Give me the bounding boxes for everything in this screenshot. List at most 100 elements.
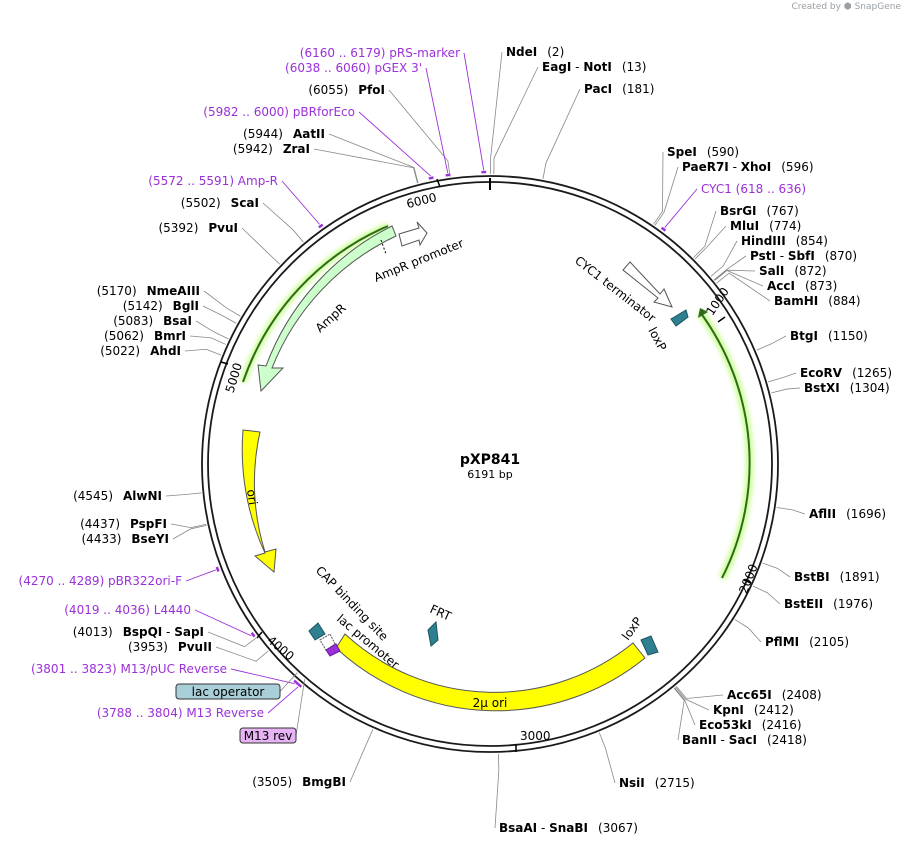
site-label-kpni[interactable]: KpnI(2412) xyxy=(713,703,794,717)
site-label-aflii[interactable]: AflII(1696) xyxy=(809,507,886,521)
site-label-part: (1891) xyxy=(840,570,880,584)
site-label-part: (767) xyxy=(767,204,799,218)
site-label-part: - xyxy=(571,60,583,74)
feature-label-ampr: AmpR xyxy=(313,301,349,335)
site-label-nsii[interactable]: NsiI(2715) xyxy=(619,776,695,790)
primer-label-m13-puc-reverse[interactable]: (3801 .. 3823) M13/pUC Reverse xyxy=(31,662,227,676)
loxp-2-arrow[interactable] xyxy=(640,635,659,656)
site-label-btgi[interactable]: BtgI(1150) xyxy=(790,329,868,343)
primer-label-cyc1[interactable]: CYC1 (618 .. 636) xyxy=(701,182,806,196)
callout-box-m13-rev[interactable] xyxy=(239,727,297,744)
site-leader-eco53ki xyxy=(674,687,696,726)
site-label-pflmi[interactable]: PflMI(2105) xyxy=(765,635,849,649)
site-label-banii-saci[interactable]: BanII - SacI(2418) xyxy=(682,733,807,747)
site-label-pspfi[interactable]: (4437)PspFI xyxy=(80,517,167,531)
frt-arrow[interactable] xyxy=(427,620,439,647)
primer-label-l4440[interactable]: (4019 .. 4036) L4440 xyxy=(64,603,191,617)
site-leader-mlui xyxy=(694,225,727,260)
site-label-zrai[interactable]: (5942)ZraI xyxy=(233,142,310,156)
site-label-scai[interactable]: (5502)ScaI xyxy=(181,196,259,210)
site-label-part: (5502) xyxy=(181,196,221,210)
site-label-part: (1696) xyxy=(846,507,886,521)
site-label-part: (5170) xyxy=(97,284,137,298)
site-label-part: (5942) xyxy=(233,142,273,156)
loxp-1-arrow[interactable] xyxy=(670,309,689,327)
cyc1-terminator-arrow[interactable] xyxy=(622,261,673,308)
site-label-nmeaiii[interactable]: (5170)NmeAIII xyxy=(97,284,200,298)
primer-sites: CYC1 (618 .. 636) (6160 .. 6179) pRS-mark… xyxy=(19,46,807,720)
site-label-bsrgi[interactable]: BsrGI(767) xyxy=(720,204,799,218)
primer-label-m13-reverse[interactable]: (3788 .. 3804) M13 Reverse xyxy=(97,706,264,720)
two-micron-ori-arrow[interactable] xyxy=(335,633,646,712)
cap-binding-site-arrow[interactable] xyxy=(308,622,326,641)
ampr-promoter-arrow[interactable] xyxy=(398,221,428,247)
site-label-bmri[interactable]: (5062)BmrI xyxy=(104,329,186,343)
primer-label-prs-marker[interactable]: (6160 .. 6179) pRS-marker xyxy=(300,46,460,60)
site-label-ahdi[interactable]: (5022)AhdI xyxy=(100,344,181,358)
site-label-paci[interactable]: PacI(181) xyxy=(584,82,654,96)
primer-leader-m13-puc-reverse xyxy=(230,668,295,685)
site-label-aatii[interactable]: (5944)AatII xyxy=(243,127,325,141)
callout-leader-lac-operator xyxy=(279,672,298,692)
site-label-bstbi[interactable]: BstBI(1891) xyxy=(794,570,880,584)
site-label-part: (1976) xyxy=(833,597,873,611)
site-label-acc65i[interactable]: Acc65I(2408) xyxy=(727,688,822,702)
site-label-pvuii[interactable]: (3953)PvuII xyxy=(128,640,212,654)
site-label-bseyi[interactable]: (4433)BseYI xyxy=(82,532,170,546)
callout-box-lac-operator[interactable] xyxy=(175,683,281,700)
site-label-pvui[interactable]: (5392) PvuI xyxy=(158,221,238,235)
site-label-bgli[interactable]: (5142)BglI xyxy=(123,299,199,313)
lac-operator-box[interactable] xyxy=(325,643,341,657)
site-label-hindiii[interactable]: HindIII(854) xyxy=(741,234,828,248)
site-label-part: (5392) xyxy=(158,221,198,235)
site-label-part: - xyxy=(776,249,788,263)
site-label-bmgbi[interactable]: (3505)BmgBI xyxy=(252,775,346,789)
site-label-part: PvuI xyxy=(208,221,238,235)
site-label-part: SpeI xyxy=(667,145,697,159)
site-leader-bstbi xyxy=(762,562,791,578)
site-label-part: PspFI xyxy=(130,517,167,531)
site-label-pfoi[interactable]: (6055)PfoI xyxy=(308,83,385,97)
site-label-ecorv[interactable]: EcoRV(1265) xyxy=(800,366,892,380)
site-label-part: PfoI xyxy=(358,83,385,97)
site-label-bamhi[interactable]: BamHI(884) xyxy=(774,294,861,308)
site-leader-bstxi xyxy=(771,387,801,394)
site-label-part: BtgI xyxy=(790,329,818,343)
site-label-sali[interactable]: SalI(872) xyxy=(759,264,827,278)
primer-label-amp-r[interactable]: (5572 .. 5591) Amp-R xyxy=(148,174,278,188)
site-label-part: MluI xyxy=(730,219,759,233)
feature-label-loxp-2: loxP xyxy=(619,615,645,643)
ori-arrow[interactable] xyxy=(241,429,277,574)
credit-brand: SnapGene xyxy=(854,2,901,12)
primer-leader-pbr322ori-f xyxy=(185,569,216,582)
site-label-eagi-noti[interactable]: EagI - NotI(13) xyxy=(542,60,646,74)
site-label-alwni[interactable]: (4545)AlwNI xyxy=(73,489,162,503)
site-label-part: Eco53kI xyxy=(699,718,752,732)
site-label-ndei[interactable]: NdeI(2) xyxy=(506,45,564,59)
ampr-arrow[interactable] xyxy=(257,225,397,393)
site-label-spei[interactable]: SpeI(590) xyxy=(667,145,739,159)
site-leader-eagi-noti xyxy=(493,66,539,175)
primer-label-pgex-3[interactable]: (6038 .. 6060) pGEX 3' xyxy=(285,61,422,75)
lac-promoter-arrow[interactable] xyxy=(319,633,336,651)
primer-label-pbrforeco[interactable]: (5982 .. 6000) pBRforEco xyxy=(203,105,355,119)
site-label-acci[interactable]: AccI(873) xyxy=(767,279,837,293)
site-label-part: XhoI xyxy=(741,160,772,174)
site-label-bstxi[interactable]: BstXI(1304) xyxy=(804,381,890,395)
primer-label-pbr322ori-f[interactable]: (4270 .. 4289) pBR322ori-F xyxy=(19,574,183,588)
site-label-bsaai-snabi[interactable]: BsaAI - SnaBI(3067) xyxy=(499,821,638,835)
site-label-part: BseYI xyxy=(131,532,169,546)
tick-2000: 2000 xyxy=(736,562,760,596)
site-label-paer7i-xhoi[interactable]: PaeR7I - XhoI(596) xyxy=(682,160,814,174)
site-label-psti-sbfi[interactable]: PstI - SbfI(870) xyxy=(750,249,857,263)
site-label-bspqi-sapi[interactable]: (4013)BspQI - SapI xyxy=(73,625,204,639)
site-leader-ahdi xyxy=(184,348,222,356)
site-label-bsteii[interactable]: BstEII(1976) xyxy=(784,597,873,611)
site-label-bsai[interactable]: (5083)BsaI xyxy=(113,314,192,328)
site-label-eco53ki[interactable]: Eco53kI(2416) xyxy=(699,718,802,732)
site-label-mlui[interactable]: MluI(774) xyxy=(730,219,801,233)
credit-prefix: Created by xyxy=(791,2,841,12)
site-label-part: BglI xyxy=(173,299,199,313)
site-label-part: AhdI xyxy=(150,344,181,358)
